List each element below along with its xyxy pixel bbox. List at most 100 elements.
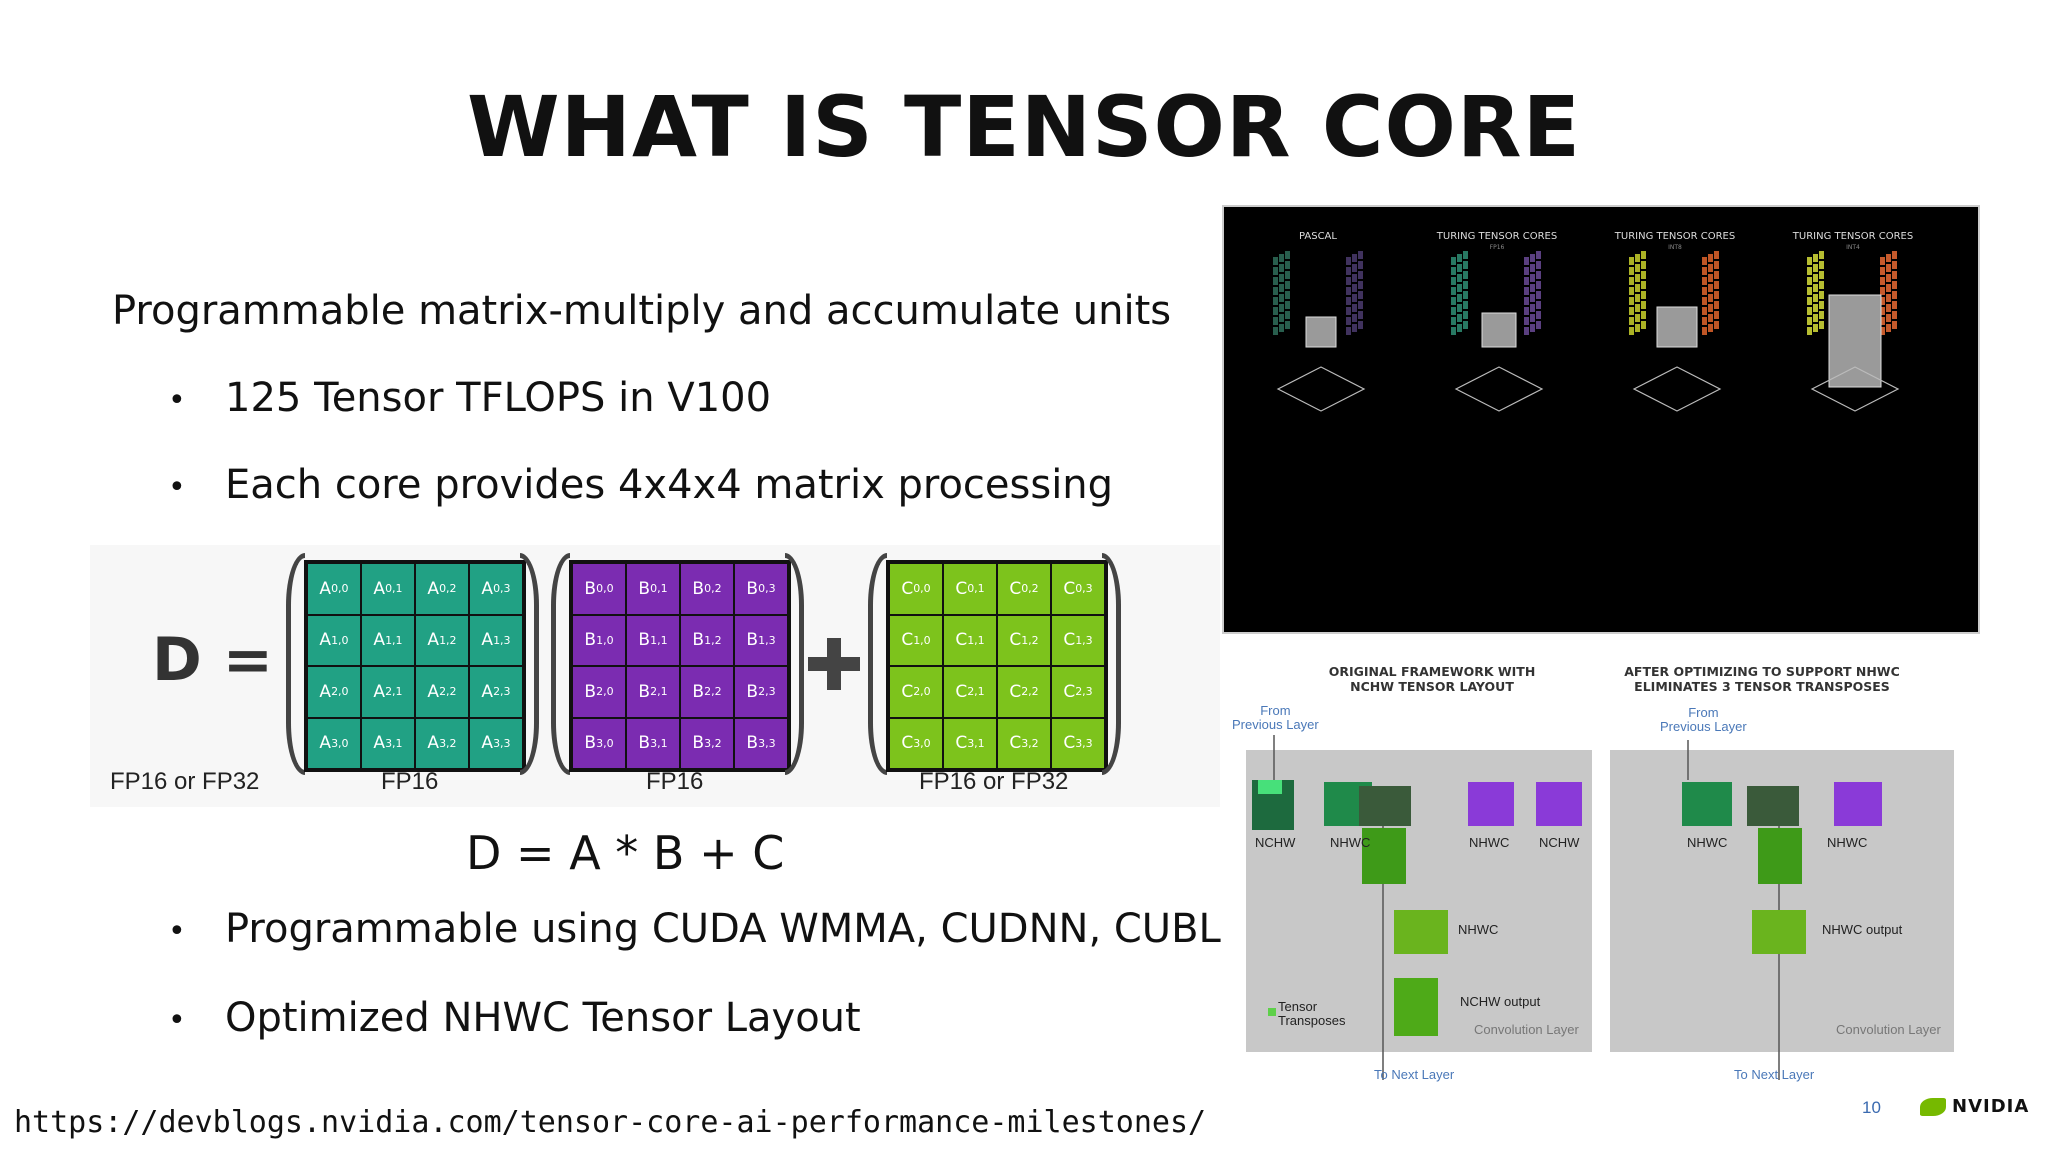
source-url[interactable]: https://devblogs.nvidia.com/tensor-core-… <box>14 1105 1207 1140</box>
matrix-element-shape <box>1880 287 1885 295</box>
matrix-element-shape <box>1702 267 1707 275</box>
matrix-element-shape <box>1813 264 1818 272</box>
from-previous-layer-label: From Previous Layer <box>1232 703 1319 732</box>
bullet-item: •Optimized NHWC Tensor Layout <box>168 995 861 1041</box>
matrix-element-shape <box>1352 254 1357 262</box>
matrix-element-shape <box>1358 281 1363 289</box>
right-paren <box>785 553 804 775</box>
to-next-layer-label: To Next Layer <box>1374 1067 1455 1082</box>
matrix-element-shape <box>1702 317 1707 325</box>
matrix-element-shape <box>1714 321 1719 329</box>
matrix-element-shape <box>1714 271 1719 279</box>
layout-label: NHWC <box>1330 835 1371 850</box>
matrix-element-shape <box>1530 294 1535 302</box>
matrix-element-shape <box>1451 297 1456 305</box>
matrix-element-shape <box>1524 277 1529 285</box>
matrix-element-shape <box>1358 291 1363 299</box>
matrix-element-shape <box>1892 251 1897 259</box>
matrix-element-shape <box>1892 261 1897 269</box>
matrix-element-shape <box>1819 281 1824 289</box>
matrix-element-shape <box>1285 281 1290 289</box>
convolution-layer-label: Convolution Layer <box>1474 1022 1579 1037</box>
left-diagram-header: ORIGINAL FRAMEWORK WITH NCHW TENSOR LAYO… <box>1328 664 1536 694</box>
matrix-element-shape <box>1813 294 1818 302</box>
matrix-element-shape <box>1880 267 1885 275</box>
conv-block <box>1362 828 1406 884</box>
matrix-element-shape <box>1714 291 1719 299</box>
matrix-element-shape <box>1714 251 1719 259</box>
matrix-element-shape <box>1892 311 1897 319</box>
matrix-element-shape <box>1702 257 1707 265</box>
matrix-element-shape <box>1273 267 1278 275</box>
matrix-element-shape <box>1819 291 1824 299</box>
matrix-element-shape <box>1708 264 1713 272</box>
matrix-element-shape <box>1524 297 1529 305</box>
bullet-dot: • <box>168 1002 186 1038</box>
matrix-element-shape <box>1629 317 1634 325</box>
matrix-element-shape <box>1352 304 1357 312</box>
matrix-element-shape <box>1285 291 1290 299</box>
matrix-element-shape <box>1352 294 1357 302</box>
matrix-element-shape <box>1886 254 1891 262</box>
matrix-a-type-label: FP16 <box>381 768 439 795</box>
matrix-element-shape <box>1451 287 1456 295</box>
matrix-element-shape <box>1886 324 1891 332</box>
matrix-element-shape <box>1807 327 1812 335</box>
matrix-element-shape <box>1819 301 1824 309</box>
matrix-element-shape <box>1279 304 1284 312</box>
matrix-element-shape <box>1886 314 1891 322</box>
matrix-element-shape <box>1524 257 1529 265</box>
bullet-item: •125 Tensor TFLOPS in V100 <box>168 375 771 421</box>
matrix-element-shape <box>1641 271 1646 279</box>
layout-label: NHWC <box>1458 922 1499 937</box>
base-plane-outline <box>1632 366 1722 412</box>
tensor-transposes-legend: Tensor Transposes <box>1278 999 1346 1028</box>
matrix-element-shape <box>1273 327 1278 335</box>
generation-label: PASCAL <box>1299 231 1337 242</box>
matrix-element-shape <box>1530 254 1535 262</box>
matrix-element-shape <box>1819 251 1824 259</box>
matrix-element-shape <box>1463 281 1468 289</box>
matrix-element-shape <box>1352 274 1357 282</box>
matrix-element-shape <box>1807 297 1812 305</box>
matrix-element-shape <box>1807 277 1812 285</box>
matrix-element-shape <box>1702 287 1707 295</box>
matrix-element-shape <box>1702 277 1707 285</box>
slide-title: WHAT IS TENSOR CORE <box>467 78 1581 176</box>
base-plane-outline <box>1810 366 1900 412</box>
matrix-element-shape <box>1279 294 1284 302</box>
matrix-element-shape <box>1641 301 1646 309</box>
lead-text: Programmable matrix-multiply and accumul… <box>112 288 1172 334</box>
matrix-element-shape <box>1813 324 1818 332</box>
matrix-element-shape <box>1358 251 1363 259</box>
nvidia-eye-icon <box>1920 1097 1946 1116</box>
matrix-element-shape <box>1635 264 1640 272</box>
matrix-element-shape <box>1629 307 1634 315</box>
matrix-element-shape <box>1641 321 1646 329</box>
matrix-element-shape <box>1457 314 1462 322</box>
matrix-element-shape <box>1358 321 1363 329</box>
matrix-element-shape <box>1536 281 1541 289</box>
right-diagram-header: AFTER OPTIMIZING TO SUPPORT NHWC ELIMINA… <box>1624 664 1900 694</box>
matrix-element-shape <box>1346 317 1351 325</box>
matrix-element-shape <box>1285 251 1290 259</box>
